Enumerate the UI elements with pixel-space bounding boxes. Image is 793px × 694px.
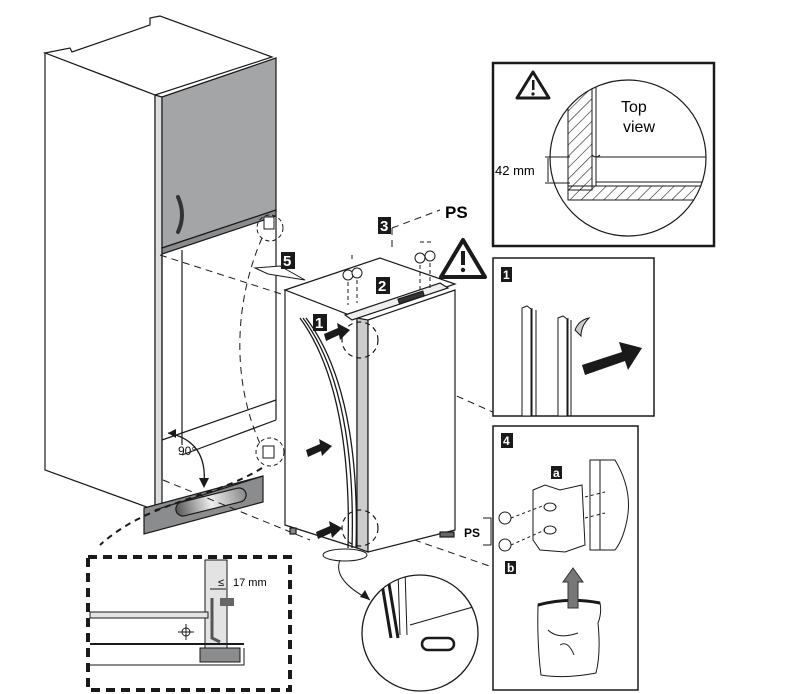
le-symbol: ≤ [218,577,224,589]
screws-label: PS [445,203,468,222]
svg-text:1: 1 [503,268,510,282]
arrow-up-icon [562,567,584,609]
step-badge-1: 1 [313,314,327,332]
step-badge-3: 3 [378,217,391,235]
svg-text:1: 1 [315,315,323,332]
svg-text:4: 4 [503,434,510,448]
arrow-icon [582,342,642,375]
svg-text:a: a [553,466,560,480]
refrigerator-appliance [283,257,457,553]
step-badge-2: 2 [376,277,390,295]
dimension-17mm: 17 mm [233,577,267,589]
arrow-icon [324,323,350,341]
detail-bottom-foot [338,559,479,692]
crosshair-icon [178,624,194,640]
kitchen-cabinet [42,15,277,535]
angle-label: 90° [178,444,196,458]
detail-4-hinge-cover: 4 a b PS [464,425,639,691]
warning-triangle-icon [439,238,487,279]
hardware-bag [537,598,602,678]
dimension-42mm: 42 mm [495,163,535,178]
top-view-label: Top [621,99,647,116]
guide-lines [99,209,496,569]
screws-ps [342,241,436,305]
svg-text:b: b [507,561,514,575]
push-arrows [306,323,350,539]
svg-text:5: 5 [283,253,291,270]
top-view-label-2: view [623,119,655,136]
hinge-bracket-top [256,214,284,242]
warning-triangle-icon [515,70,551,100]
arrow-icon [316,521,342,539]
screws-label-detail: PS [464,526,480,540]
angle-indicator: 90° [167,429,209,488]
detail-bottom-hinge: ≤ 17 mm [86,555,292,692]
door-seal-strip [299,317,358,549]
detail-1-seal: 1 [492,257,655,417]
svg-text:2: 2 [378,278,386,295]
detail-top-view: 42 mm Top view [491,61,716,248]
door-handle-icon [176,195,184,234]
svg-text:3: 3 [380,218,388,235]
hinge-bracket-bottom [255,437,285,467]
appliance-foot-bracket [322,548,368,562]
step-badge-5: 5 [281,252,295,270]
arrow-icon [306,439,332,457]
pointer-arrow-5 [253,265,306,281]
